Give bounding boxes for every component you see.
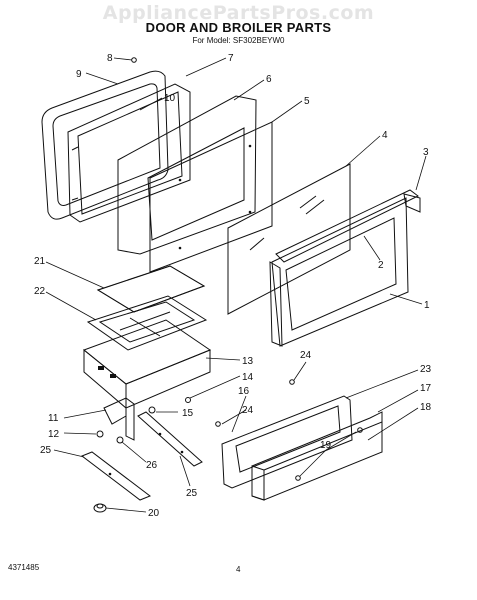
- callout-3: 3: [423, 147, 429, 158]
- screw-part: [116, 436, 124, 444]
- roller-part: [93, 503, 107, 513]
- broiler-pan-part: [86, 295, 208, 351]
- callout-25: 25: [40, 445, 52, 456]
- screw-part: [185, 397, 191, 403]
- callout-8: 8: [107, 53, 113, 64]
- callout-19: 19: [320, 440, 332, 451]
- callout-6: 6: [266, 74, 272, 85]
- screw-part: [215, 421, 221, 427]
- callout-24: 24: [300, 350, 312, 361]
- slide-rail-part: [80, 451, 152, 501]
- broiler-grid-part: [96, 265, 206, 313]
- callout-2: 2: [378, 260, 384, 271]
- drawer-bracket-part: [103, 397, 135, 441]
- callout-12: 12: [48, 429, 60, 440]
- callout-9: 9: [76, 69, 82, 80]
- callout-22: 22: [34, 286, 46, 297]
- callout-17: 17: [420, 383, 432, 394]
- callout-18: 18: [420, 402, 432, 413]
- drawer-insulation-part: [221, 395, 353, 489]
- callout-1: 1: [424, 300, 430, 311]
- screw-part: [96, 430, 104, 438]
- screw-part: [295, 475, 301, 481]
- callout-16: 16: [238, 386, 250, 397]
- door-glass-part: [227, 163, 351, 315]
- document-number: 4371485: [8, 563, 40, 572]
- screw-part: [131, 57, 137, 63]
- callout-23: 23: [420, 364, 432, 375]
- callout-13: 13: [242, 356, 254, 367]
- outer-door-frame-part: [269, 189, 421, 347]
- screw-part: [289, 379, 295, 385]
- callout-numbers: 8 7 9 6 10 5 4 3 2 1 21 22 13 14 15 11 1…: [34, 53, 432, 519]
- page-number: 4: [236, 565, 241, 574]
- door-liner-part: [67, 83, 191, 223]
- callout-10: 10: [164, 93, 176, 104]
- callout-14: 14: [242, 372, 254, 383]
- callout-25: 25: [186, 488, 198, 499]
- screw-part: [148, 406, 156, 414]
- callout-15: 15: [182, 408, 194, 419]
- callout-11: 11: [48, 413, 59, 424]
- leader-lines: [45, 57, 427, 513]
- drawer-front-panel-part: [251, 411, 383, 501]
- callout-21: 21: [34, 256, 46, 267]
- callout-26: 26: [146, 460, 158, 471]
- door-insulation-part: [117, 95, 257, 255]
- door-gasket-part: [41, 70, 169, 220]
- callout-24: 24: [242, 405, 254, 416]
- callout-20: 20: [148, 508, 160, 519]
- callout-5: 5: [304, 96, 310, 107]
- inner-door-panel-part: [149, 121, 273, 273]
- watermark: AppliancePartsPros.com: [102, 2, 375, 24]
- callout-7: 7: [228, 53, 234, 64]
- screw-part: [357, 427, 363, 433]
- broiler-drawer-part: [82, 319, 212, 410]
- slide-rail-part: [137, 411, 203, 467]
- model-line: For Model: SF302BEYW0: [192, 36, 285, 45]
- callout-4: 4: [382, 130, 388, 141]
- diagram-title: DOOR AND BROILER PARTS: [145, 20, 332, 35]
